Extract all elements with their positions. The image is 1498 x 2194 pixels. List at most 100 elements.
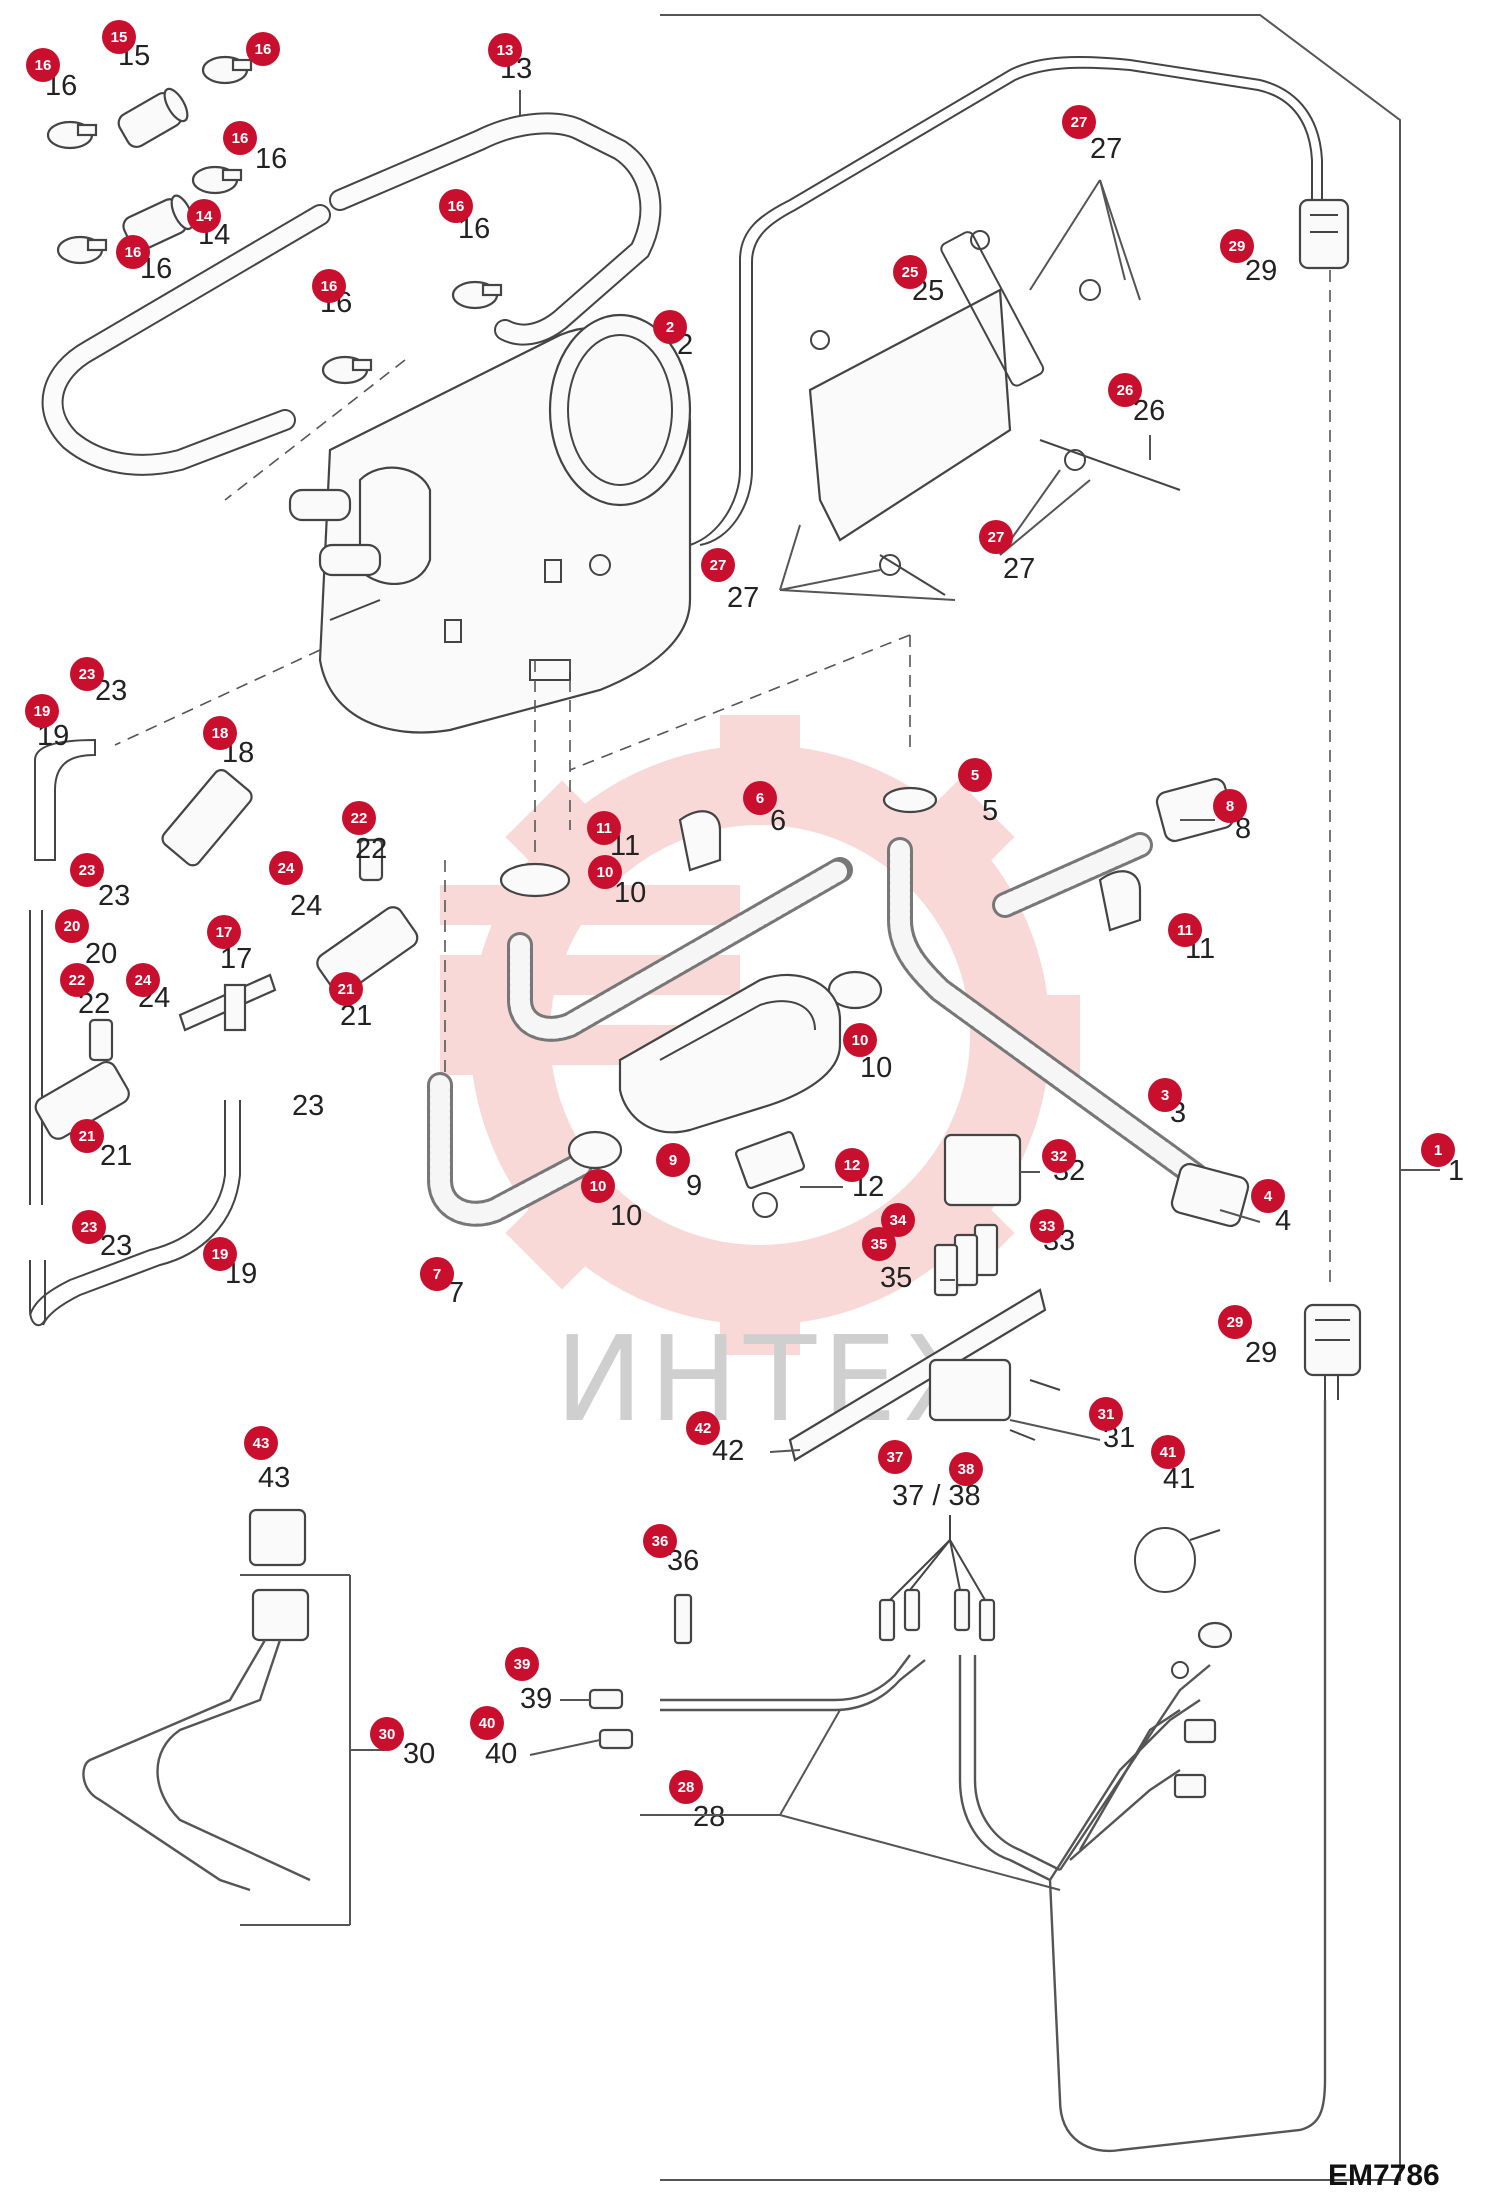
callout-34[interactable]: 34 [881,1203,915,1237]
callout-20-number: 20 [64,918,81,935]
callout-10b[interactable]: 10 [588,855,622,889]
callout-39[interactable]: 39 [505,1647,539,1681]
callout-8[interactable]: 8 [1213,789,1247,823]
callout-2[interactable]: 2 [653,310,687,344]
callout-4[interactable]: 4 [1251,1179,1285,1213]
callout-21b[interactable]: 21 [70,1119,104,1153]
callout-21[interactable]: 21 [329,972,363,1006]
callout-33[interactable]: 33 [1030,1209,1064,1243]
callout-27b[interactable]: 27 [979,520,1013,554]
callout-26-number: 26 [1117,382,1134,399]
callout-16d[interactable]: 16 [116,235,150,269]
callout-19[interactable]: 19 [25,694,59,728]
callout-16e[interactable]: 16 [439,189,473,223]
callout-24[interactable]: 24 [269,851,303,885]
callout-10[interactable]: 10 [581,1169,615,1203]
callout-11b[interactable]: 11 [1168,913,1202,947]
callout-36-number: 36 [652,1533,669,1550]
callout-11[interactable]: 11 [587,811,621,845]
callout-29-number: 29 [1229,238,1246,255]
callout-16b[interactable]: 16 [246,32,280,66]
callout-20[interactable]: 20 [55,909,89,943]
callout-1[interactable]: 1 [1421,1133,1455,1167]
callout-27c[interactable]: 27 [701,548,735,582]
callout-17[interactable]: 17 [207,915,241,949]
callout-1-number: 1 [1434,1142,1442,1159]
callout-6[interactable]: 6 [743,781,777,815]
callout-13[interactable]: 13 [488,33,522,67]
heater-unit [288,313,692,734]
callout-40[interactable]: 40 [470,1706,504,1740]
callout-30-number: 30 [379,1726,396,1743]
callout-16-number: 16 [35,57,52,74]
callout-23c-number: 23 [81,1219,98,1236]
callout-10c[interactable]: 10 [843,1023,877,1057]
callout-28[interactable]: 28 [669,1770,703,1804]
callout-10b-number: 10 [597,864,614,881]
callout-31[interactable]: 31 [1089,1397,1123,1431]
callout-29b[interactable]: 29 [1218,1305,1252,1339]
part-label-27b: 27 [1003,553,1035,585]
callout-32[interactable]: 32 [1042,1139,1076,1173]
callout-1-marker[interactable] [1421,1133,1455,1167]
callout-25[interactable]: 25 [893,255,927,289]
callout-23[interactable]: 23 [70,657,104,691]
callout-23b[interactable]: 23 [70,853,104,887]
callout-16[interactable]: 16 [26,48,60,82]
callout-22b[interactable]: 22 [60,963,94,997]
callout-18[interactable]: 18 [203,716,237,750]
callout-43[interactable]: 43 [244,1426,278,1460]
callout-35-number: 35 [871,1236,888,1253]
callout-43-number: 43 [253,1435,270,1452]
callout-22-number: 22 [351,810,368,827]
callout-24b-number: 24 [135,972,152,989]
callout-23c[interactable]: 23 [72,1210,106,1244]
callout-16f[interactable]: 16 [312,269,346,303]
callout-42[interactable]: 42 [686,1411,720,1445]
callout-19b-number: 19 [212,1246,229,1263]
callout-21-number: 21 [338,981,355,998]
callout-23-number: 23 [79,666,96,683]
callout-5-number: 5 [971,767,979,784]
callout-12[interactable]: 12 [835,1148,869,1182]
part-label-23d: 23 [100,1230,132,1262]
callout-15-number: 15 [111,29,128,46]
callout-12-number: 12 [844,1157,861,1174]
callout-7[interactable]: 7 [420,1257,454,1291]
wiring-harness [588,1400,1327,2153]
callout-25-number: 25 [902,264,919,281]
callout-41[interactable]: 41 [1151,1435,1185,1469]
callout-30[interactable]: 30 [370,1717,404,1751]
leader-lines [519,90,1261,1816]
callout-26[interactable]: 26 [1108,373,1142,407]
callout-16c[interactable]: 16 [223,121,257,155]
mounting-bracket [808,230,1181,596]
callout-29[interactable]: 29 [1220,229,1254,263]
part-label-1: 1 [1448,1155,1464,1187]
callout-17-number: 17 [216,924,233,941]
callout-9[interactable]: 9 [656,1143,690,1177]
callout-41-number: 41 [1160,1444,1177,1461]
callout-3[interactable]: 3 [1148,1078,1182,1112]
callout-38[interactable]: 38 [949,1452,983,1486]
callout-3-number: 3 [1161,1087,1169,1104]
fuel-line-parts [29,738,419,1327]
callout-16c-number: 16 [232,130,249,147]
callout-37[interactable]: 37 [878,1440,912,1474]
callout-27[interactable]: 27 [1062,105,1096,139]
callout-14[interactable]: 14 [187,199,221,233]
callout-15[interactable]: 15 [102,20,136,54]
callout-35[interactable]: 35 [862,1227,896,1261]
callout-19b[interactable]: 19 [203,1237,237,1271]
callout-36[interactable]: 36 [643,1524,677,1558]
callout-5[interactable]: 5 [958,758,992,792]
callout-42-number: 42 [695,1420,712,1437]
part-label-20: 20 [85,938,117,970]
part-label-29: 29 [1245,255,1277,287]
part-label-40: 40 [485,1738,517,1770]
callout-4-number: 4 [1264,1188,1273,1205]
callout-22[interactable]: 22 [342,801,376,835]
callout-24b[interactable]: 24 [126,963,160,997]
part-label-16b: 16 [255,143,287,175]
callout-29b-number: 29 [1227,1314,1244,1331]
